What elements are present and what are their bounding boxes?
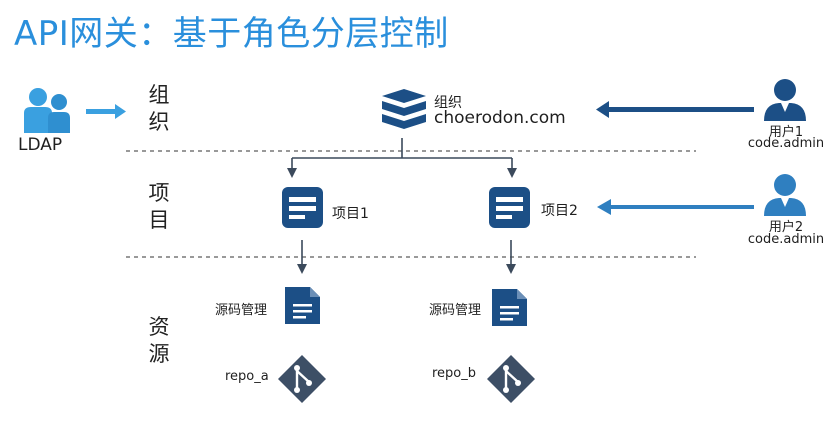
layer-label-resource: 资 源: [147, 314, 171, 368]
layer-label-char: 项: [148, 181, 170, 205]
layer-label-char: 织: [148, 110, 170, 134]
layer-label-org: 组 织: [147, 82, 171, 136]
user-1-role: code.admin: [747, 136, 825, 151]
org-stack-icon: [382, 89, 426, 129]
project-1-label: 项目1: [332, 206, 369, 222]
repo-b-label: repo_b: [432, 366, 477, 381]
ldap-arrow: [86, 104, 126, 119]
source-doc-2-icon: [492, 289, 527, 326]
source-doc-1-icon: [285, 287, 320, 324]
user-1-name: 用户1: [768, 125, 804, 140]
project-1-icon: [282, 187, 323, 228]
git-repo-a-icon: [278, 355, 326, 403]
org-tree-connector: [287, 138, 517, 178]
page-title: API网关：基于角色分层控制: [14, 14, 449, 54]
layer-label-char: 组: [148, 83, 170, 107]
user-2-icon: [764, 174, 806, 216]
user-1-arrow: [596, 101, 754, 118]
ldap-users-icon: [24, 88, 70, 133]
ldap-label: LDAP: [18, 135, 63, 155]
git-repo-b-icon: [487, 355, 535, 403]
source-doc-1-label: 源码管理: [215, 303, 268, 318]
project-2-label: 项目2: [541, 203, 578, 219]
user-1-icon: [764, 79, 806, 121]
user-2-name: 用户2: [768, 220, 804, 235]
user-2-role: code.admin: [747, 232, 825, 247]
org-node-label: 组织: [434, 95, 462, 111]
layer-label-char: 目: [148, 208, 170, 232]
layer-label-project: 项 目: [147, 180, 171, 234]
project-2-icon: [489, 187, 530, 228]
layer-label-char: 资: [148, 315, 170, 339]
org-node-domain: choerodon.com: [434, 108, 566, 128]
layer-label-char: 源: [148, 342, 170, 366]
repo-a-label: repo_a: [225, 369, 269, 384]
source-doc-2-label: 源码管理: [429, 303, 482, 318]
user-2-arrow: [597, 199, 754, 215]
